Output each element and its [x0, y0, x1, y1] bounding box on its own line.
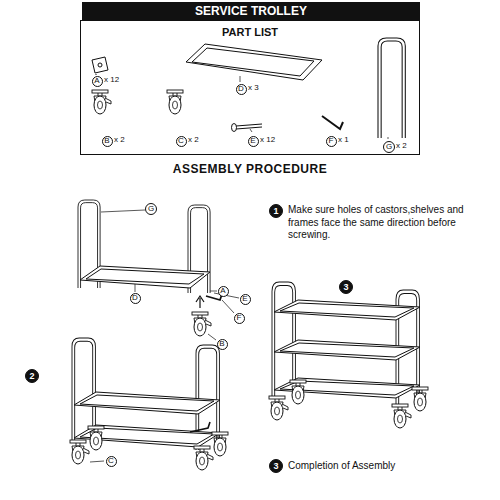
callout-letter: A [218, 286, 229, 297]
callout-text: A [220, 287, 225, 295]
part-count: x 12 [104, 75, 119, 84]
callout-letter: G [145, 203, 157, 215]
part-count: x 12 [260, 135, 275, 144]
callout-text: C [178, 137, 184, 145]
callout-text: E [242, 295, 247, 303]
title-bar: SERVICE TROLLEY [82, 2, 420, 20]
callout-text: E [250, 137, 255, 145]
part-count: x 3 [248, 83, 259, 92]
part-count: x 2 [114, 135, 125, 144]
callout-letter: C [176, 136, 187, 147]
callout-letter: F [326, 136, 337, 147]
step-note: Make sure holes of castors,shelves and f… [288, 204, 484, 242]
callout-letter: B [102, 136, 113, 147]
step-note: Completion of Assembly [288, 460, 395, 472]
callout-text: G [386, 143, 392, 151]
callout-text: 1 [273, 207, 278, 216]
step-number: 3 [339, 280, 353, 294]
callout-text: 3 [273, 462, 278, 471]
callout-text: 3 [343, 283, 348, 292]
callout-text: A [94, 77, 99, 85]
callout-text: C [108, 457, 114, 465]
callout-text: D [238, 85, 244, 93]
part-count: x 1 [338, 135, 349, 144]
callout-text: 2 [29, 372, 34, 381]
callout-letter: E [240, 294, 251, 305]
step-number: 2 [25, 369, 39, 383]
callout-letter: D [130, 293, 141, 304]
callout-text: F [329, 137, 334, 145]
step-number: 3 [269, 459, 283, 473]
part-count: x 2 [396, 141, 407, 150]
step-number: 1 [269, 204, 283, 218]
box-heading: PART LIST [81, 26, 419, 38]
callout-letter: F [234, 313, 245, 324]
callout-text: B [219, 340, 224, 348]
callout-letter: G [383, 141, 395, 153]
callout-letter: B [217, 339, 228, 350]
callout-letter: C [106, 456, 117, 467]
part-count: x 2 [188, 135, 199, 144]
callout-letter: D [236, 84, 247, 95]
callout-letter: E [248, 136, 259, 147]
callout-text: D [132, 294, 138, 302]
callout-letter: A [92, 76, 103, 87]
section-heading: ASSEMBLY PROCEDURE [0, 163, 500, 177]
callout-text: B [104, 137, 109, 145]
callout-text: F [237, 314, 242, 322]
callout-text: G [148, 205, 154, 213]
